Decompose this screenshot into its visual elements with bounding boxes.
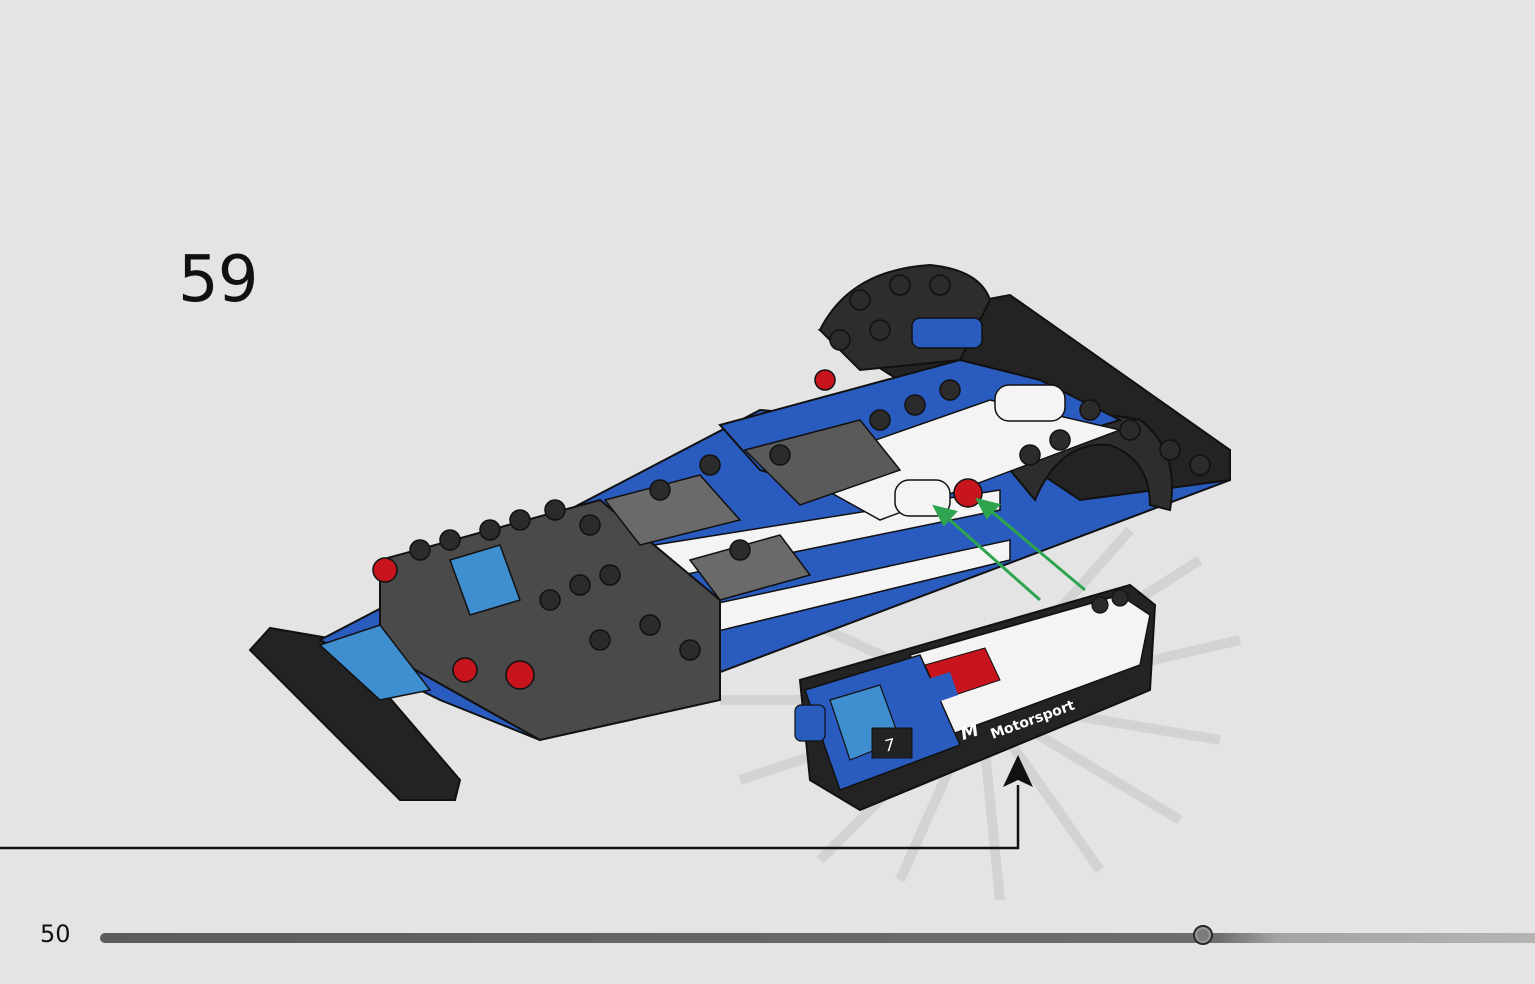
decal-m-logo: M: [958, 719, 982, 745]
blue-pin-piece: [911, 317, 983, 349]
progress-bar[interactable]: [100, 933, 1535, 943]
callout-arrow: [0, 755, 1033, 850]
gray-plate: [743, 419, 902, 506]
red-axle-parts: [372, 369, 983, 690]
insertion-arrows: [932, 497, 1086, 602]
blue-nose-plate: [318, 624, 432, 701]
studs: [409, 274, 1211, 661]
car-chassis: [248, 263, 1231, 801]
front-spoiler: [248, 626, 462, 801]
slider-knob-icon[interactable]: [1192, 925, 1213, 945]
arrow-up-icon: [1003, 755, 1033, 787]
page-number: 50: [40, 920, 71, 948]
center-tile-2: [688, 534, 812, 601]
white-cylinder: [994, 384, 1066, 422]
side-pod-subassembly: 7 M Motorsport: [794, 583, 1157, 812]
step-number: 59: [178, 243, 258, 317]
light-blue-block: [449, 544, 521, 616]
